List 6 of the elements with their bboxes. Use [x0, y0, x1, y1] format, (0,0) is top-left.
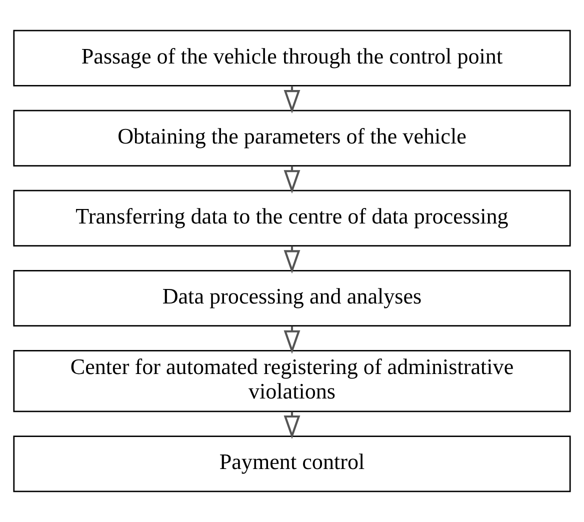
node-box: Payment control	[13, 436, 571, 492]
node-box: Obtaining the parameters of the vehicle	[13, 110, 571, 166]
node-box: Center for automated registering of administrative violations	[13, 350, 571, 412]
node-box: Data processing and analyses	[13, 270, 571, 327]
node-box: Transferring data to the centre of data processing	[13, 190, 571, 246]
node-box: Passage of the vehicle through the control point	[13, 30, 571, 86]
